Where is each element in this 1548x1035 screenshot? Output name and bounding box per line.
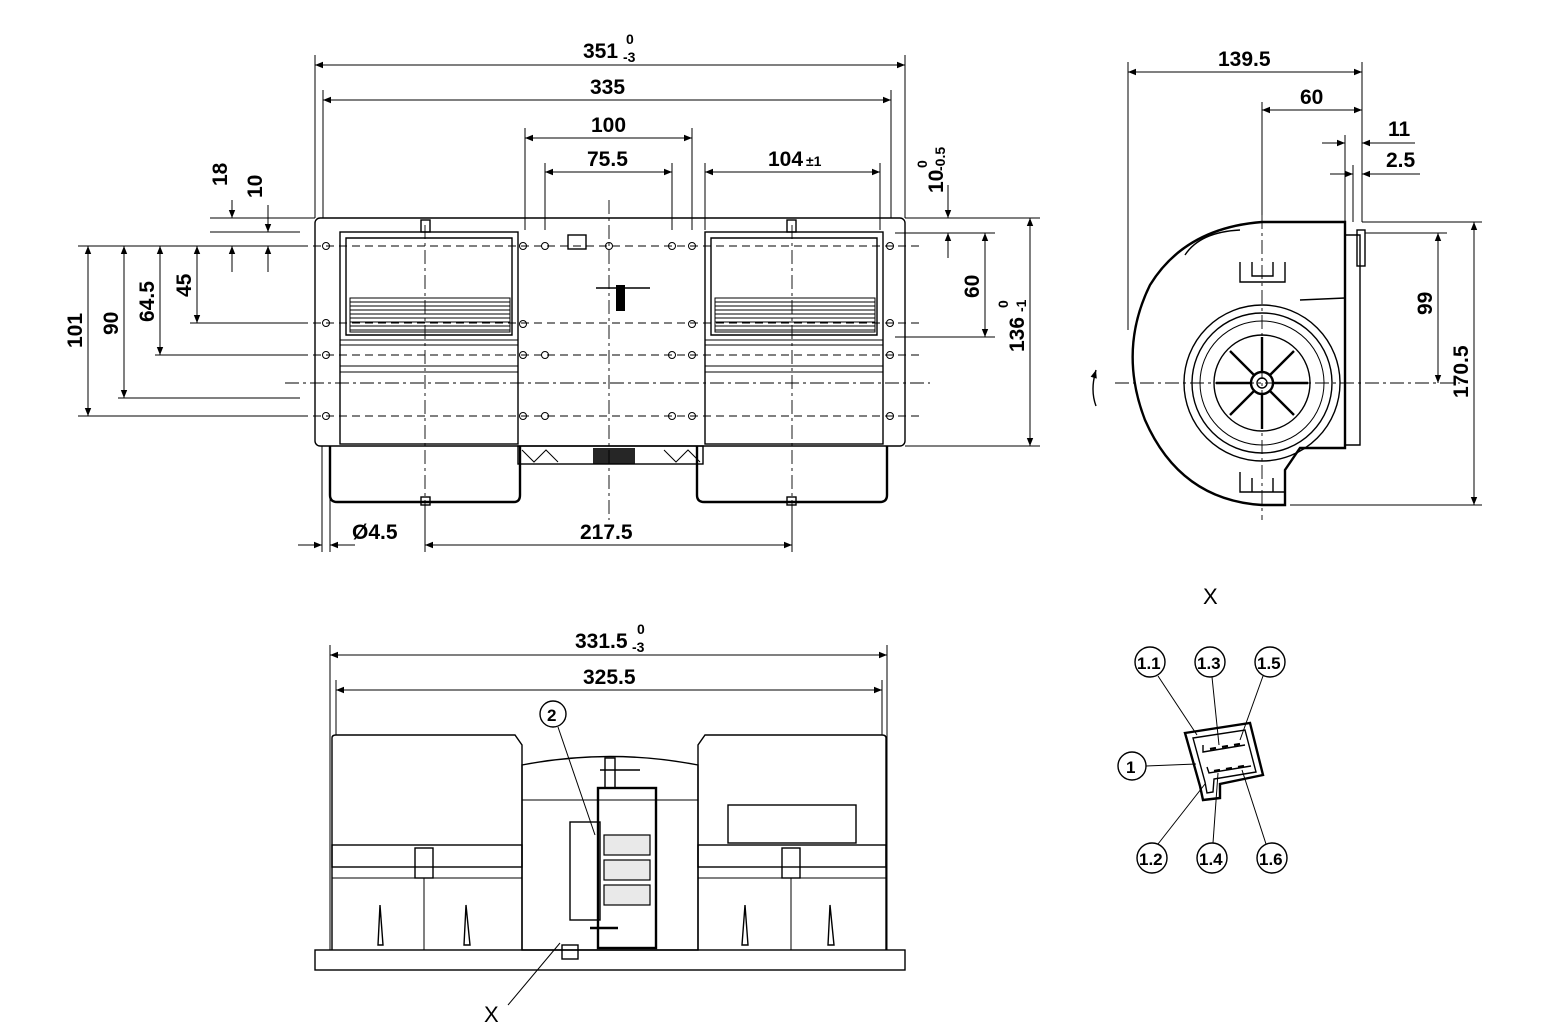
view-marker-x: X [484,1002,499,1027]
dim-10-right-tol-upper: 0 [914,160,930,168]
right-housing-bottom [697,734,887,950]
mounting-holes [322,242,894,420]
callout-2 [539,700,567,728]
dim-11: 11 [1388,118,1411,141]
dim-331-5: 331.5 [575,630,628,653]
side-view: 139.5 60 11 2.5 99 170.5 [1090,48,1482,520]
dim-331-5-tol-upper: 0 [637,621,645,637]
left-fan-housing [339,231,519,445]
dim-2-5: 2.5 [1386,149,1416,172]
dim-136-tol-lower: -1 [1013,299,1029,312]
dim-101: 101 [64,313,87,348]
right-fan-housing [704,231,884,445]
pin-1-4: 1.4 [1199,850,1223,869]
dim-99: 99 [1414,292,1437,315]
dim-104: 104 [768,148,803,171]
dim-136-tol-upper: 0 [995,300,1011,308]
dim-45: 45 [173,273,196,297]
dim-139-5: 139.5 [1218,48,1271,71]
rotation-arrow-icon [1090,369,1097,407]
dim-90: 90 [100,312,123,335]
dim-10-right-tol-lower: -0.5 [932,147,948,171]
dim-hole-diameter: Ø4.5 [352,521,398,544]
pin-1-2: 1.2 [1139,850,1163,869]
motor-body [596,786,658,950]
pin-1-1: 1.1 [1137,654,1161,673]
dim-325-5: 325.5 [583,666,636,689]
dim-18: 18 [209,162,232,186]
front-view: 351 0 -3 335 100 75.5 104 ±1 10 0 -0.5 [64,31,1040,552]
dim-136: 136 [1006,317,1029,352]
dim-10-right: 10 [925,170,948,193]
left-housing-bottom [331,734,523,950]
connector-housing [1183,721,1265,802]
dim-351-tol-upper: 0 [626,31,634,47]
dim-100: 100 [591,114,626,137]
base-plate [314,949,906,971]
side-housing-outline [1131,220,1347,507]
dim-64-5: 64.5 [136,281,159,322]
dim-170-5: 170.5 [1450,345,1473,398]
dim-60-side: 60 [1300,86,1323,109]
dim-351: 351 [583,40,618,63]
dim-75-5: 75.5 [587,148,628,171]
dim-217-5: 217.5 [580,521,633,544]
dim-335: 335 [590,76,625,99]
bottom-view: 2 X 331.5 0 -3 325.5 [314,621,906,1027]
dim-10-left: 10 [244,175,267,198]
pin-1-3: 1.3 [1197,654,1221,673]
pin-1-5: 1.5 [1257,654,1281,673]
detail-x-title: X [1203,584,1218,609]
dim-351-tol-lower: -3 [623,49,636,65]
connector-label-1: 1 [1126,758,1135,777]
dim-331-5-tol-lower: -3 [632,639,645,655]
dim-60-front: 60 [961,275,984,298]
detail-x-connector: X 1.1 1.3 1.5 1 1.2 1.4 [1117,584,1288,874]
callout-2-label: 2 [547,706,556,725]
pin-1-6: 1.6 [1259,850,1283,869]
dim-104-tol: ±1 [806,153,822,169]
